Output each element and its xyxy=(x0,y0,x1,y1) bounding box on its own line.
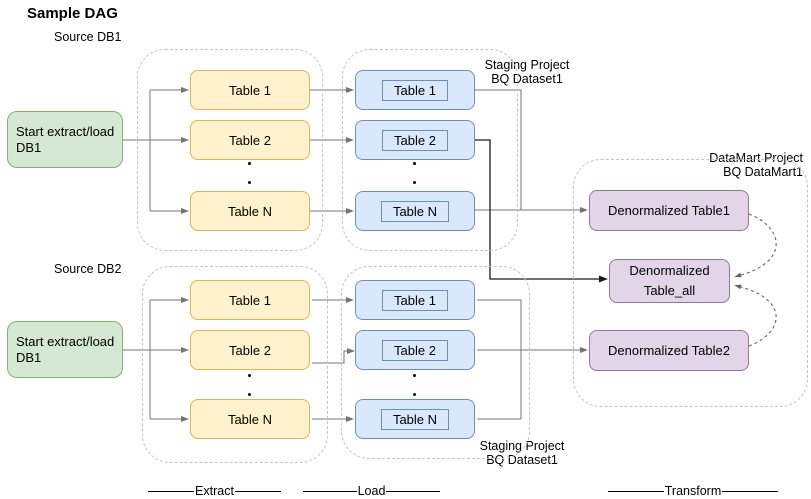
denormalized-table-all-line2: Table_all xyxy=(643,283,696,298)
load-db1-table2-inner: Table 2 xyxy=(382,129,448,151)
load-group-db1 xyxy=(342,49,518,251)
ellipsis-dot xyxy=(248,162,251,165)
ellipsis-dot xyxy=(413,393,416,396)
denormalized-table-all-line1: Denormalized xyxy=(629,263,710,278)
stage-line-right xyxy=(722,490,778,492)
ellipsis-dot xyxy=(413,162,416,165)
extract-db1-table1: Table 1 xyxy=(190,70,310,110)
stage-extract-label: Extract xyxy=(195,484,234,498)
extract-db2-table2: Table 2 xyxy=(190,330,310,370)
stage-line-left xyxy=(148,490,195,492)
extract-db1-tablen: Table N xyxy=(190,191,310,231)
start-node-db1: Start extract/load DB1 xyxy=(7,111,123,168)
stage-load: Load xyxy=(303,484,440,498)
load-db1-table2: Table 2 xyxy=(355,120,475,160)
datamart-group xyxy=(573,159,808,407)
ellipsis-dot xyxy=(413,374,416,377)
stage-line-left xyxy=(608,490,664,492)
denormalized-table1: Denormalized Table1 xyxy=(589,190,749,231)
source-db1-label: Source DB1 xyxy=(54,30,122,44)
load-db2-tablen-inner: Table N xyxy=(380,408,450,430)
stage-transform-label: Transform xyxy=(664,484,722,498)
load-db2-table1: Table 1 xyxy=(355,280,475,320)
load-db1-tablen: Table N xyxy=(355,191,475,231)
extract-db2-tablen: Table N xyxy=(190,399,310,439)
load-db1-table1: Table 1 xyxy=(355,70,475,110)
stage-extract: Extract xyxy=(148,484,281,498)
extract-group-db1 xyxy=(137,49,323,251)
ellipsis-dot xyxy=(248,374,251,377)
stage-line-right xyxy=(234,490,281,492)
ellipsis-dot xyxy=(248,181,251,184)
source-db2-label: Source DB2 xyxy=(54,262,122,276)
ellipsis-dot xyxy=(248,393,251,396)
extract-db1-table2: Table 2 xyxy=(190,120,310,160)
start-node-db2: Start extract/load DB1 xyxy=(7,321,123,378)
denormalized-table2: Denormalized Table2 xyxy=(589,330,749,371)
load-db2-table2: Table 2 xyxy=(355,330,475,370)
load-db2-tablen: Table N xyxy=(355,399,475,439)
load-db1-table1-inner: Table 1 xyxy=(382,79,448,101)
stage-line-left xyxy=(303,490,357,492)
load-db1-tablen-inner: Table N xyxy=(380,200,450,222)
extract-db2-table1: Table 1 xyxy=(190,280,310,320)
extract-group-db2 xyxy=(142,266,328,463)
load-group-db2 xyxy=(341,266,530,459)
page-title: Sample DAG xyxy=(27,5,118,22)
denormalized-table-all: Denormalized Table_all xyxy=(609,259,730,303)
stage-load-label: Load xyxy=(357,484,386,498)
stage-line-right xyxy=(386,490,440,492)
datamart-label-line1: DataMart Project xyxy=(709,151,803,165)
load-db2-table2-inner: Table 2 xyxy=(382,339,448,361)
load-db2-table1-inner: Table 1 xyxy=(382,289,448,311)
ellipsis-dot xyxy=(413,181,416,184)
stage-transform: Transform xyxy=(608,484,778,498)
